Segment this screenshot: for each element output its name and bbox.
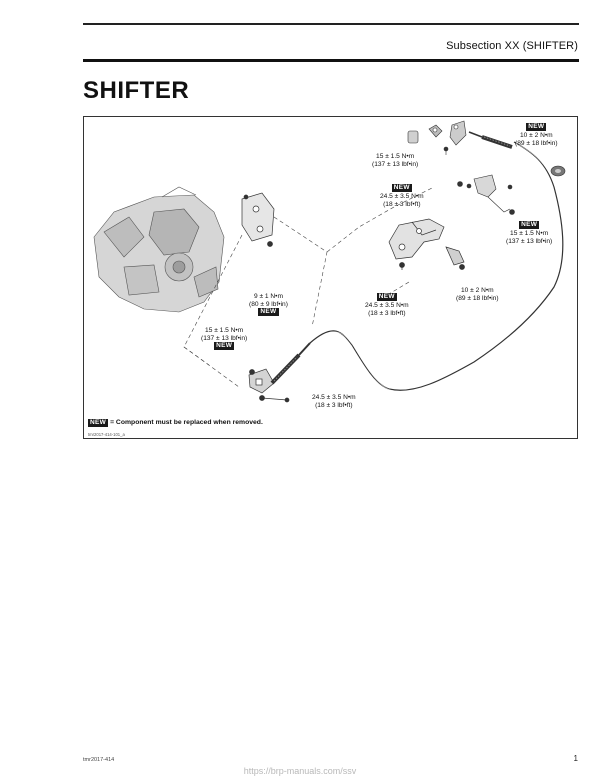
- header-top-rule: [83, 23, 579, 25]
- torque-value-nm: 10 ± 2 N•m: [519, 132, 553, 139]
- torque-value-nm: 24.5 ± 3.5 N•m: [380, 193, 424, 200]
- engine-illustration: [93, 186, 225, 313]
- header-thick-rule: [83, 59, 579, 62]
- middle-linkage: [457, 174, 515, 215]
- torque-value-imperial: (137 ± 13 lbf•in): [372, 160, 419, 168]
- torque-value-imperial: (89 ± 18 lbf•in): [456, 294, 499, 302]
- legend-text: = Component must be replaced when remove…: [110, 419, 263, 426]
- torque-callout-4: NEW 15 ± 1.5 N•m (137 ± 13 lbf•in): [506, 221, 552, 245]
- new-badge: NEW: [519, 221, 540, 229]
- torque-callout-9: 24.5 ± 3.5 N•m (18 ± 3 lbf•ft): [312, 394, 356, 409]
- assembly-dash-lines: [183, 186, 435, 388]
- cable-grommet: [550, 165, 566, 177]
- shifter-diagram: NEW 10 ± 2 N•m (89 ± 18 lbf•in) 15 ± 1.5…: [83, 116, 578, 439]
- torque-value-imperial: (89 ± 18 lbf•in): [515, 139, 558, 147]
- shifter-lever-bracket: [248, 368, 290, 403]
- torque-callout-7: 9 ± 1 N•m (80 ± 9 lbf•in) NEW: [249, 293, 288, 317]
- torque-callout-6: NEW 24.5 ± 3.5 N•m (18 ± 3 lbf•ft): [365, 293, 409, 317]
- torque-callout-5: 10 ± 2 N•m (89 ± 18 lbf•in): [456, 287, 499, 302]
- document-code: tmr2017-414: [83, 757, 115, 763]
- torque-value-imperial: (137 ± 13 lbf•in): [506, 237, 553, 245]
- torque-callout-3: NEW 24.5 ± 3.5 N•m (18 ± 3 lbf•ft): [380, 184, 424, 208]
- torque-value-nm: 15 ± 1.5 N•m: [510, 230, 549, 237]
- torque-value-imperial: (18 ± 3 lbf•ft): [315, 401, 353, 409]
- new-badge: NEW: [214, 342, 235, 351]
- torque-callout-2: 15 ± 1.5 N•m (137 ± 13 lbf•in): [372, 153, 418, 168]
- new-badge: NEW: [376, 293, 397, 301]
- torque-value-nm: 24.5 ± 3.5 N•m: [365, 302, 409, 309]
- torque-value-imperial: (18 ± 3 lbf•ft): [368, 309, 406, 317]
- new-badge: NEW: [258, 308, 279, 317]
- figure-legend: NEW= Component must be replaced when rem…: [88, 419, 263, 427]
- page-title: SHIFTER: [83, 77, 190, 104]
- upper-fittings: [407, 120, 467, 155]
- torque-value-imperial: (18 ± 3 lbf•ft): [383, 200, 421, 208]
- torque-callout-1: NEW 10 ± 2 N•m (89 ± 18 lbf•in): [515, 123, 558, 147]
- footer-url: https://brp-manuals.com/ssv: [243, 766, 357, 776]
- engine-bracket: [241, 192, 275, 247]
- torque-callout-8: 15 ± 1.5 N•m (137 ± 13 lbf•in) NEW: [201, 327, 247, 351]
- new-badge: NEW: [88, 419, 109, 427]
- shifter-support-bracket: [388, 218, 465, 270]
- subsection-label: Subsection XX (SHIFTER): [446, 40, 578, 52]
- new-badge: NEW: [526, 123, 547, 131]
- torque-value-imperial: (137 ± 13 lbf•in): [201, 334, 248, 342]
- page-number: 1: [573, 754, 578, 763]
- new-badge: NEW: [391, 184, 412, 192]
- figure-reference: tmr2017-414-101_a: [88, 432, 125, 437]
- torque-value-imperial: (80 ± 9 lbf•in): [249, 300, 288, 308]
- torque-value-nm: 10 ± 2 N•m: [460, 287, 494, 294]
- torque-value-nm: 15 ± 1.5 N•m: [376, 153, 415, 160]
- torque-value-nm: 24.5 ± 3.5 N•m: [312, 394, 356, 401]
- torque-value-nm: 15 ± 1.5 N•m: [205, 327, 244, 334]
- torque-value-nm: 9 ± 1 N•m: [253, 293, 283, 300]
- shift-cable: [270, 131, 565, 392]
- shifter-illustration: [93, 120, 566, 403]
